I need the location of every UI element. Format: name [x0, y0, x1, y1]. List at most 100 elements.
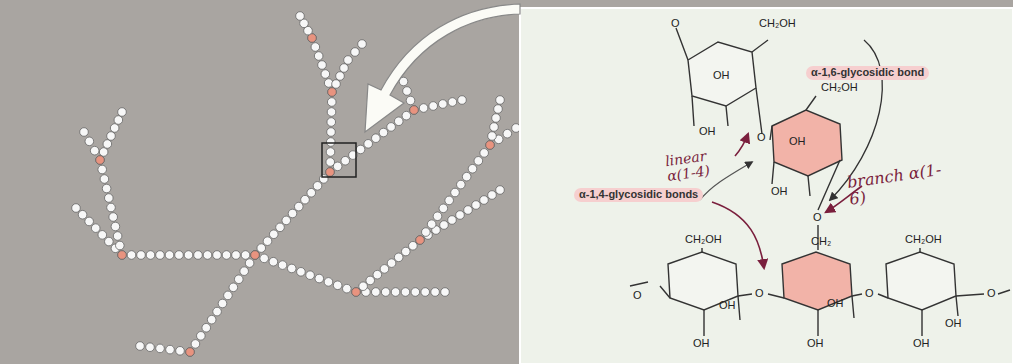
glucose-unit	[458, 96, 467, 105]
glucose-unit	[439, 204, 448, 213]
glucose-unit	[175, 251, 184, 260]
glucose-unit	[146, 251, 155, 260]
glucose-unit	[402, 111, 411, 120]
glucose-unit	[496, 96, 505, 105]
glucose-unit	[409, 241, 418, 250]
glucose-unit	[394, 117, 403, 126]
glucose-unit	[451, 188, 460, 197]
glucose-unit	[105, 194, 114, 203]
glucose-unit	[301, 195, 310, 204]
atom-label: CH₂OH	[820, 82, 859, 94]
glucose-unit	[490, 123, 499, 132]
glucose-unit	[103, 140, 112, 149]
glucose-unit	[296, 12, 305, 21]
glucose-unit	[102, 184, 111, 193]
glucose-unit	[313, 182, 322, 191]
glucose-unit	[488, 191, 497, 200]
glucose-unit	[224, 291, 233, 300]
atom-label: OH	[712, 70, 731, 82]
glucose-unit	[333, 162, 342, 171]
glucose-unit	[364, 140, 373, 149]
glucose-unit	[391, 288, 400, 297]
glucose-unit	[343, 284, 352, 293]
glucose-unit	[213, 307, 222, 316]
glucose-unit	[464, 206, 473, 215]
atom-label: O	[632, 290, 643, 302]
glucose-unit	[441, 288, 450, 297]
glucose-unit	[194, 251, 203, 260]
glucose-unit	[222, 251, 231, 260]
inset-panel	[520, 8, 1013, 364]
handwritten-note: linear α(1-4)	[664, 146, 728, 183]
glucose-unit	[234, 275, 243, 284]
glucose-unit	[80, 128, 89, 137]
glucose-unit	[96, 156, 105, 165]
glucose-unit	[137, 251, 146, 260]
glucose-unit	[165, 251, 174, 260]
glucose-unit	[100, 175, 109, 184]
glucose-unit	[340, 64, 349, 73]
glucose-unit	[341, 156, 350, 165]
glucose-unit	[114, 116, 123, 125]
glucose-unit	[110, 124, 119, 133]
glucose-unit	[278, 261, 287, 270]
glucose-unit	[207, 315, 216, 324]
glucose-unit	[486, 141, 495, 150]
glucose-unit	[328, 88, 337, 97]
glucose-unit	[318, 61, 327, 70]
glucose-unit	[410, 106, 419, 115]
glucose-unit	[379, 128, 388, 137]
glucose-unit	[91, 224, 100, 233]
glucose-unit	[118, 251, 127, 260]
glucose-unit	[494, 105, 503, 114]
glucose-unit	[127, 251, 136, 260]
glucose-unit	[326, 138, 335, 147]
atom-label: O	[864, 288, 875, 300]
glucose-unit	[352, 288, 361, 297]
glucose-unit	[213, 251, 222, 260]
glucose-unit	[287, 264, 296, 273]
glucose-unit	[184, 251, 193, 260]
glucose-unit	[327, 128, 336, 137]
glucose-unit	[251, 251, 260, 260]
atom-label: O	[670, 18, 681, 30]
glucose-unit	[229, 283, 238, 292]
glucose-unit	[457, 180, 466, 189]
glucose-unit	[136, 342, 145, 351]
glucose-unit	[257, 244, 266, 253]
glucose-unit	[72, 204, 81, 213]
glucose-unit	[98, 231, 107, 240]
glucose-unit	[118, 108, 127, 117]
glucose-unit	[351, 48, 360, 57]
glucose-unit	[251, 251, 260, 260]
glucose-unit	[440, 221, 449, 230]
glucose-unit	[480, 196, 489, 205]
glucose-unit	[358, 40, 367, 49]
glucose-unit	[118, 251, 127, 260]
glucose-unit	[403, 87, 412, 96]
sugar-rings	[630, 28, 1010, 336]
glucose-unit	[321, 70, 330, 79]
glucose-unit	[356, 145, 365, 154]
glucose-unit	[156, 251, 165, 260]
glucose-unit	[156, 344, 165, 353]
bond-label: α-1,4-glycosidic bonds	[574, 188, 703, 202]
glucose-unit	[85, 217, 94, 226]
glucose-unit	[245, 259, 254, 268]
glucose-unit	[241, 251, 250, 260]
atom-label: O	[812, 212, 823, 224]
glucose-unit	[107, 132, 116, 141]
zoom-box	[322, 143, 356, 177]
glucose-unit	[240, 267, 249, 276]
glucose-unit	[427, 220, 436, 229]
leader-line	[735, 134, 748, 156]
glucose-unit	[297, 268, 306, 277]
atom-label: O	[756, 132, 767, 144]
glucose-unit	[488, 132, 497, 141]
glucose-unit	[327, 118, 336, 127]
glucose-unit	[202, 323, 211, 332]
glucose-unit	[314, 52, 323, 61]
atom-label: CH₂OH	[904, 234, 943, 246]
glucose-unit	[327, 98, 336, 107]
glucose-unit	[327, 108, 336, 117]
